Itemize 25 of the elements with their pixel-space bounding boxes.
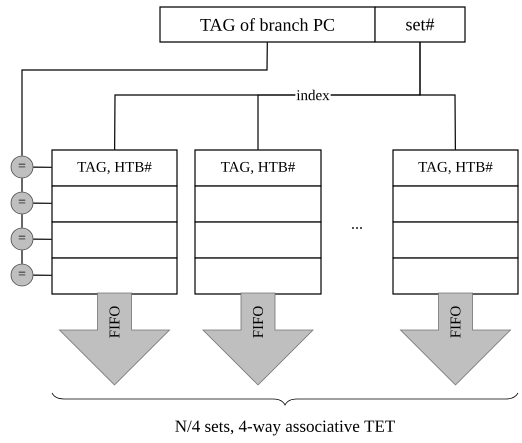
ellipsis: ... xyxy=(352,227,362,229)
connector-line xyxy=(21,178,23,192)
table-cell xyxy=(392,221,519,259)
connector-line xyxy=(21,250,23,264)
table-cell: TAG, HTB# xyxy=(194,149,322,187)
connector-line xyxy=(33,238,52,240)
table-cell xyxy=(51,257,178,295)
connector-line xyxy=(33,166,52,168)
table-cell xyxy=(194,185,322,223)
table-cell xyxy=(51,221,178,259)
connector-line xyxy=(33,202,52,204)
table-cell xyxy=(392,185,519,223)
table-cell xyxy=(194,221,322,259)
connector-line xyxy=(33,274,52,276)
field-box: set# xyxy=(374,6,466,43)
table-cell xyxy=(51,185,178,223)
table-cell xyxy=(392,257,519,295)
table-cell: TAG, HTB# xyxy=(392,149,519,187)
connector-line xyxy=(21,214,23,228)
connector-line xyxy=(419,42,456,150)
table-cell xyxy=(194,257,322,295)
caption-text: N/4 sets, 4-way associative TET xyxy=(175,420,395,436)
bus-label: index xyxy=(295,88,331,102)
table-cell: TAG, HTB# xyxy=(51,149,178,187)
connector-line xyxy=(21,42,268,156)
